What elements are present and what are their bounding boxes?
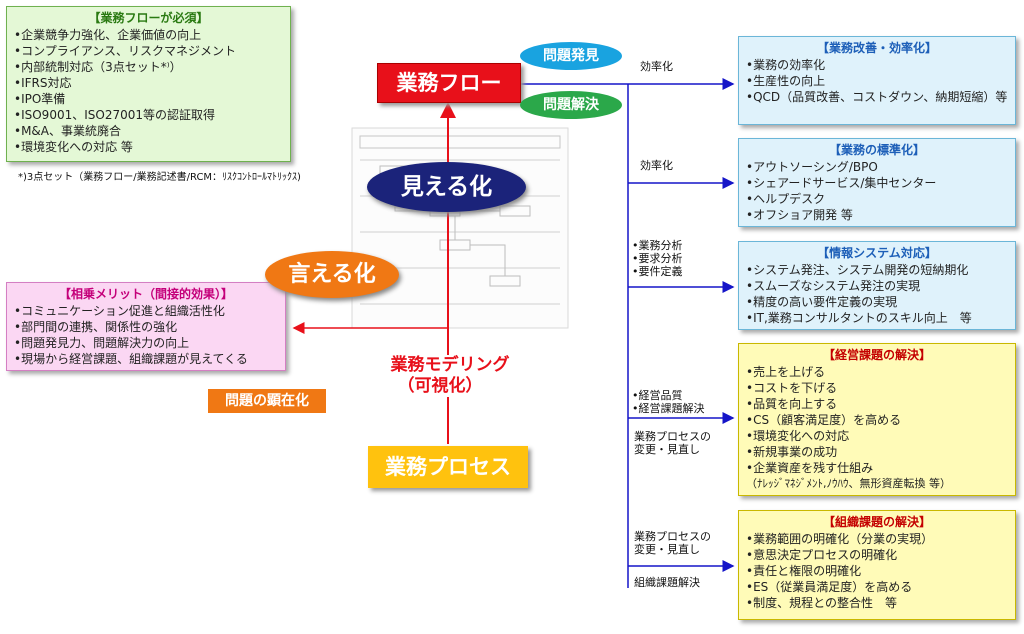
management-item: •CS（顧客満足度）を高める <box>746 413 902 427</box>
branch-label-analysis: •業務分析 •要求分析 •要件定義 <box>632 239 683 278</box>
standardization-box: 【業務の標準化】 •アウトソーシング/BPO •シェアードサービス/集中センター… <box>738 138 1016 227</box>
mondai-kaiketsu-pill: 問題解決 <box>520 91 622 119</box>
synergy-item: •部門間の連携、関係性の強化 <box>14 320 178 334</box>
requirements-item: •IFRS対応 <box>14 76 72 90</box>
branch-label-process-change-2: 業務プロセスの 変更・見直し <box>634 530 711 556</box>
ieruka-ellipse: 言える化 <box>265 251 399 298</box>
requirements-item: •IPO準備 <box>14 92 66 106</box>
management-title: 【経営課題の解決】 <box>822 348 931 362</box>
info-system-item: •精度の高い要件定義の実現 <box>746 295 898 309</box>
management-item: •品質を向上する <box>746 397 838 411</box>
requirements-item: •内部統制対応（3点セット*⁾） <box>14 60 182 74</box>
management-item: •企業資産を残す仕組み <box>746 461 874 475</box>
info-system-item: •IT,業務コンサルタントのスキル向上 等 <box>746 311 972 325</box>
synergy-item: •現場から経営課題、組織課題が見えてくる <box>14 352 248 366</box>
improvement-box: 【業務改善・効率化】 •業務の効率化 •生産性の向上 •QCD（品質改善、コスト… <box>738 36 1016 125</box>
management-item: •売上を上げる <box>746 365 826 379</box>
info-system-item: •システム発注、システム開発の短納期化 <box>746 263 969 277</box>
branch-label-management: •経営品質 •経営課題解決 <box>632 389 705 415</box>
requirements-item: •環境変化への対応 等 <box>14 140 133 154</box>
branch-label-process-change-1: 業務プロセスの 変更・見直し <box>634 430 711 456</box>
info-system-box: 【情報システム対応】 •システム発注、システム開発の短納期化 •スムーズなシステ… <box>738 241 1016 330</box>
org-title: 【組織課題の解決】 <box>822 515 931 529</box>
standardization-item: •ヘルプデスク <box>746 192 826 206</box>
mondai-hakken-pill: 問題発見 <box>520 42 622 70</box>
gyomu-flow-label: 業務フロー <box>396 71 502 95</box>
management-item: •新規事業の成功 <box>746 445 838 459</box>
standardization-item: •オフショア開発 等 <box>746 208 853 222</box>
gyomu-flow-box: 業務フロー <box>377 63 521 103</box>
synergy-box: 【相乗メリット（間接的効果）】 •コミュニケーション促進と組織活性化 •部門間の… <box>6 282 286 371</box>
standardization-title: 【業務の標準化】 <box>828 143 925 157</box>
requirements-item: •企業競争力強化、企業価値の向上 <box>14 28 202 42</box>
management-item: （ﾅﾚｯｼﾞﾏﾈｼﾞﾒﾝﾄ,ﾉｳﾊｳ、無形資産転換 等） <box>746 477 951 490</box>
standardization-item: •シェアードサービス/集中センター <box>746 176 937 190</box>
footnote: *)3点セット（業務フロー/業務記述書/RCM：ﾘｽｸｺﾝﾄﾛｰﾙﾏﾄﾘｯｸｽ) <box>18 172 301 183</box>
requirements-item: •M&A、事業統廃合 <box>14 124 121 138</box>
branch-label-efficiency-2: 効率化 <box>640 159 673 172</box>
kenzaika-badge: 問題の顕在化 <box>208 389 326 413</box>
improvement-item: •生産性の向上 <box>746 74 826 88</box>
management-box: 【経営課題の解決】 •売上を上げる •コストを下げる •品質を向上する •CS（… <box>738 343 1016 496</box>
improvement-title: 【業務改善・効率化】 <box>816 41 937 55</box>
improvement-item: •業務の効率化 <box>746 58 826 72</box>
org-item: •責任と権限の明確化 <box>746 564 862 578</box>
flowchart-thumbnail <box>351 127 569 329</box>
modeling-line1: 業務モデリング <box>390 355 510 375</box>
org-item: •業務範囲の明確化（分業の実現） <box>746 532 934 546</box>
mieruka-ellipse: 見える化 <box>367 162 526 212</box>
requirements-title: 【業務フローが必須】 <box>88 11 209 25</box>
info-system-item: •スムーズなシステム発注の実現 <box>746 279 921 293</box>
branch-label-efficiency-1: 効率化 <box>640 60 673 73</box>
org-box: 【組織課題の解決】 •業務範囲の明確化（分業の実現） •意思決定プロセスの明確化… <box>738 510 1016 620</box>
requirements-box: 【業務フローが必須】 •企業競争力強化、企業価値の向上 •コンプライアンス、リス… <box>6 6 291 162</box>
branch-label-org: 組織課題解決 <box>634 576 700 589</box>
info-system-title: 【情報システム対応】 <box>817 246 937 260</box>
synergy-item: •問題発見力、問題解決力の向上 <box>14 336 190 350</box>
standardization-item: •アウトソーシング/BPO <box>746 160 878 174</box>
org-item: •制度、規程との整合性 等 <box>746 596 897 610</box>
gyomu-process-label: 業務プロセス <box>385 455 511 479</box>
requirements-item: •ISO9001、ISO27001等の認証取得 <box>14 108 215 122</box>
requirements-item: •コンプライアンス、リスクマネジメント <box>14 44 236 58</box>
modeling-line2: （可視化） <box>397 376 483 396</box>
modeling-label: 業務モデリング （可視化） <box>370 355 530 397</box>
org-item: •ES（従業員満足度）を高める <box>746 580 913 594</box>
org-item: •意思決定プロセスの明確化 <box>746 548 898 562</box>
improvement-item: •QCD（品質改善、コストダウン、納期短縮）等 <box>746 90 1008 104</box>
synergy-item: •コミュニケーション促進と組織活性化 <box>14 304 225 318</box>
gyomu-process-box: 業務プロセス <box>368 446 528 488</box>
management-item: •コストを下げる <box>746 381 838 395</box>
management-item: •環境変化への対応 <box>746 429 850 443</box>
synergy-title: 【相乗メリット（間接的効果）】 <box>58 287 233 301</box>
